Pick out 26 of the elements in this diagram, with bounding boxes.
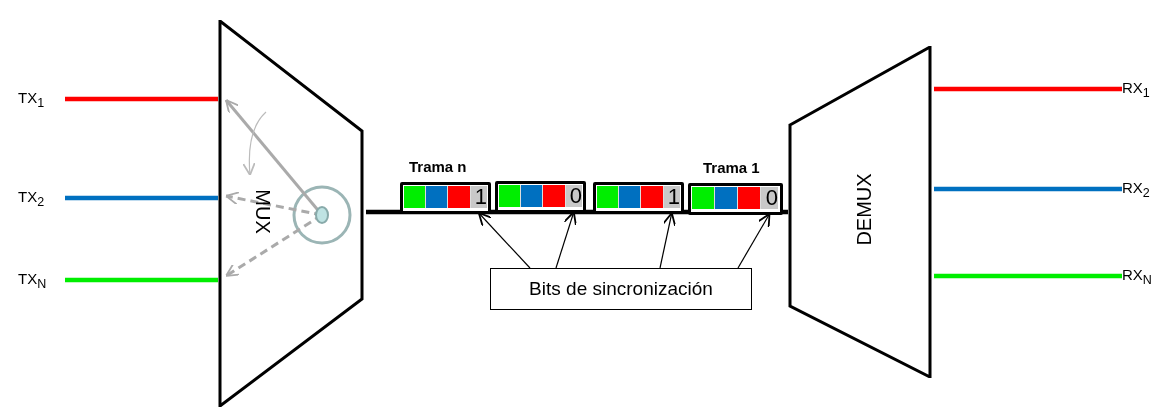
arrow	[659, 212, 677, 269]
channel-label: TX$_{2}$	[18, 186, 63, 210]
connector-line	[65, 277, 218, 283]
frame-title: Trama n	[409, 158, 467, 175]
callout-box: Bits de sincronización	[490, 268, 752, 310]
channel-label: RX$_{N}$	[1122, 264, 1167, 288]
frame-title: Trama 1	[703, 159, 760, 176]
arrow	[737, 213, 771, 269]
demultiplexer-trapezoid	[788, 46, 932, 378]
multiplexer-trapezoid	[218, 20, 364, 407]
data-frame	[495, 181, 586, 213]
data-frame	[593, 182, 684, 214]
sync-bit: 0	[761, 187, 778, 209]
device-label: MUX	[250, 189, 274, 234]
channel-label: RX$_{1}$	[1122, 77, 1167, 101]
channel-label: TX$_{1}$	[18, 87, 63, 111]
connector-line	[65, 96, 218, 102]
connector-line	[934, 86, 1122, 92]
connector-line	[934, 273, 1122, 279]
connector-line	[934, 186, 1122, 192]
connector-line	[65, 195, 218, 201]
device-label: DEMUX	[852, 173, 876, 246]
arrow	[477, 212, 531, 269]
arrow	[555, 211, 577, 269]
channel-label: RX$_{2}$	[1122, 177, 1167, 201]
channel-label: TX$_{N}$	[18, 268, 63, 292]
